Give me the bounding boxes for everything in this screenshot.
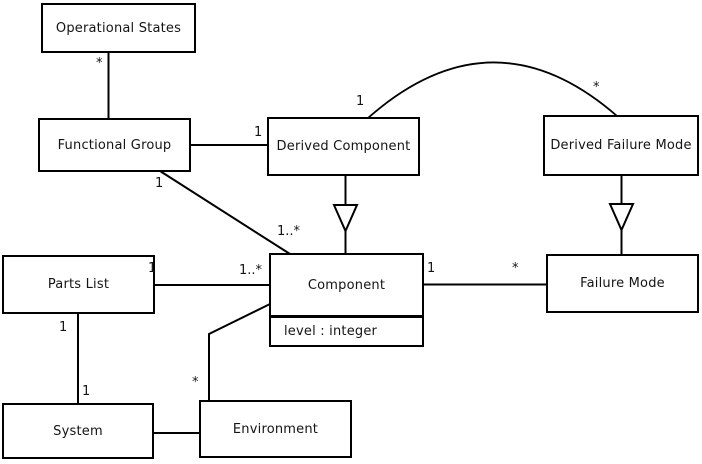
edge-derived-component-derived-failure-mode-arc xyxy=(367,61,618,119)
class-derived-failure-mode: Derived Failure Mode xyxy=(543,115,699,176)
multiplicity-failure-mode-star: * xyxy=(512,261,519,276)
class-derived-component: Derived Component xyxy=(267,117,420,176)
multiplicity-functional-group-one: 1 xyxy=(155,176,164,191)
edge-component-environment xyxy=(208,303,271,402)
class-functional-group: Functional Group xyxy=(38,118,191,172)
component-attribute-level: level : integer xyxy=(284,324,378,339)
class-name-derived-failure-mode: Derived Failure Mode xyxy=(550,138,692,153)
class-name-derived-component: Derived Component xyxy=(276,139,411,154)
class-environment: Environment xyxy=(199,400,352,458)
multiplicity-parts-list-one: 1 xyxy=(148,261,157,276)
multiplicity-arc-one: 1 xyxy=(356,94,365,109)
class-name-parts-list: Parts List xyxy=(47,277,110,292)
multiplicity-environment-star: * xyxy=(192,375,199,390)
class-component: Component level : integer xyxy=(269,253,424,347)
edge-functional-group-component xyxy=(159,170,291,255)
multiplicity-parts-list-system-one: 1 xyxy=(59,320,68,335)
multiplicity-component-one-many: 1..* xyxy=(277,224,301,239)
class-failure-mode: Failure Mode xyxy=(546,254,699,313)
multiplicity-system-one: 1 xyxy=(82,384,91,399)
multiplicity-operational-states-star: * xyxy=(96,56,103,71)
class-parts-list: Parts List xyxy=(2,255,155,314)
class-operational-states: Operational States xyxy=(41,3,196,53)
class-name-environment: Environment xyxy=(232,421,319,437)
generalization-arrow-component xyxy=(332,204,359,234)
class-name-functional-group: Functional Group xyxy=(57,137,172,153)
class-attribute-compartment: level : integer xyxy=(271,315,422,345)
class-name-component: Component xyxy=(307,277,386,293)
multiplicity-component-one-many-left: 1..* xyxy=(239,263,263,278)
class-name-system: System xyxy=(53,423,103,439)
class-name-compartment: Component xyxy=(271,255,422,315)
class-name-failure-mode: Failure Mode xyxy=(580,276,665,291)
multiplicity-derived-component-one: 1 xyxy=(254,125,263,140)
class-name-operational-states: Operational States xyxy=(55,20,182,36)
generalization-arrow-failure-mode xyxy=(608,203,635,233)
multiplicity-arc-star: * xyxy=(593,80,600,95)
multiplicity-component-one: 1 xyxy=(427,261,436,276)
class-system: System xyxy=(2,403,154,459)
